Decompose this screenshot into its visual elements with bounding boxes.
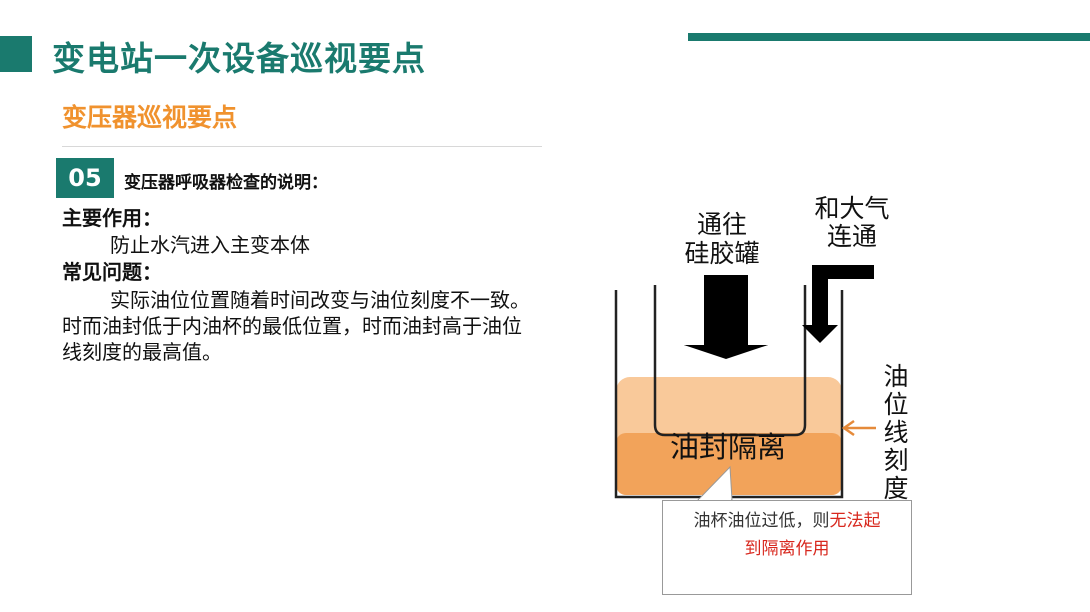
- oil-level-char: 油: [883, 362, 908, 391]
- oil-level-char: 位: [883, 390, 908, 419]
- issue-text-line: 线刻度的最高值。: [62, 340, 222, 364]
- issue-label: 常见问题：: [62, 260, 162, 284]
- oil-lower-layer: [616, 433, 842, 495]
- title-accent-bar: [0, 36, 32, 72]
- header-rule: [688, 33, 1090, 41]
- oil-level-char: 刻: [883, 446, 908, 475]
- issue-text-line: 时而油封低于内油杯的最低位置，时而油封高于油位: [62, 314, 522, 338]
- callout-warning-text: 无法起: [829, 511, 881, 531]
- oil-seal-label: 油封隔离: [670, 430, 786, 464]
- section-title: 变压器巡视要点: [62, 103, 238, 132]
- callout-line-1: 油杯油位过低，则无法起: [693, 511, 881, 531]
- oil-level-char: 度: [883, 474, 908, 503]
- oil-level-char: 线: [883, 418, 908, 447]
- label-to-air-1: 和大气: [814, 194, 889, 223]
- label-to-silica-2: 硅胶罐: [684, 239, 759, 268]
- item-heading: 变压器呼吸器检查的说明：: [124, 173, 328, 193]
- callout-line-2: 到隔离作用: [744, 539, 830, 559]
- air-arrow: [802, 265, 874, 343]
- item-number-badge: 05: [56, 158, 114, 198]
- label-to-silica-1: 通往: [697, 210, 747, 239]
- breather-oil-cup-diagram: 通往 硅胶罐 和大气 连通 油封隔离 油 位 线 刻 度: [614, 194, 909, 503]
- page-title: 变电站一次设备巡视要点: [52, 39, 426, 78]
- function-text: 防止水汽进入主变本体: [110, 233, 310, 257]
- function-label: 主要作用：: [62, 206, 162, 230]
- issue-text-line: 实际油位位置随着时间改变与油位刻度不一致。: [110, 288, 530, 312]
- down-arrow-to-silica: [684, 275, 768, 359]
- warning-callout: 油杯油位过低，则无法起 到隔离作用: [662, 500, 912, 595]
- inner-cup-outline: [653, 285, 807, 437]
- oil-level-arrow: [841, 419, 876, 437]
- section-divider: [62, 146, 542, 147]
- label-to-air-2: 连通: [827, 222, 877, 251]
